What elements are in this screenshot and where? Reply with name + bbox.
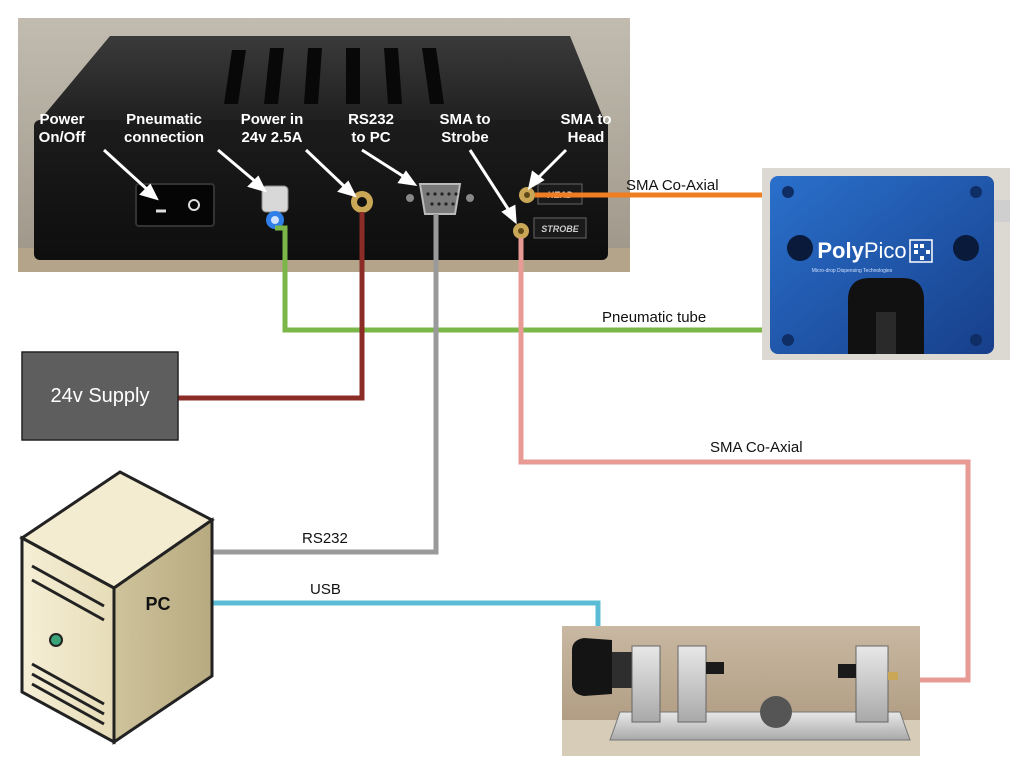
pneumatic-connector-icon [261, 185, 289, 229]
head-body [770, 176, 994, 354]
bench-mount-middle [677, 645, 707, 723]
cables [178, 192, 971, 683]
vent-slots [224, 48, 444, 104]
port-label-strobe: STROBE [541, 224, 580, 234]
label-power-line1: Power [39, 111, 84, 128]
label-power-in-line2: 24v 2.5A [242, 129, 303, 146]
callout-arrows [102, 148, 568, 225]
label-sma-head-line2: Head [568, 129, 605, 146]
pc-drive-bays-icon [31, 564, 105, 726]
cable-sma-strobe [518, 238, 971, 683]
cable-label-usb: USB [310, 581, 341, 598]
serial-port-icon [406, 183, 474, 215]
camera-bench-photo [562, 626, 920, 756]
cable-label-pneumatic: Pneumatic tube [602, 309, 706, 326]
power-supply: 24v Supply [21, 351, 179, 441]
pc-tower: PC [19, 470, 215, 745]
label-sma-head-line1: SMA to [560, 111, 611, 128]
label-sma-strobe-line1: SMA to [439, 111, 490, 128]
camera-icon [572, 638, 632, 696]
pc-power-led-icon [49, 633, 63, 647]
head-logo-grid-icon [909, 239, 933, 263]
supply-label: 24v Supply [51, 385, 150, 407]
cable-label-sma-head: SMA Co-Axial [626, 177, 719, 194]
cable-power [178, 212, 365, 401]
cable-label-rs232: RS232 [302, 530, 348, 547]
cable-usb [212, 600, 601, 642]
label-power-line2: On/Off [39, 129, 87, 146]
bench-mount-right [855, 645, 889, 723]
cable-rs232 [212, 214, 439, 555]
head-tagline: Micro-drop Dispensing Technologies [812, 268, 893, 274]
cable-pneumatic [275, 225, 775, 333]
pc-label: PC [145, 594, 170, 614]
strobe-sma-connector-icon [888, 672, 898, 680]
controller-top [40, 36, 604, 120]
label-rs232-line1: RS232 [348, 111, 394, 128]
label-power-in-line1: Power in [241, 111, 304, 128]
power-jack-icon [351, 191, 373, 213]
cable-label-sma-strobe: SMA Co-Axial [710, 439, 803, 456]
controller-photo: HEAD STROBE Power On/Off Pneumatic conne… [18, 18, 630, 272]
head-brand: PolyPico [817, 238, 906, 263]
label-sma-strobe-line2: Strobe [441, 129, 489, 146]
polypico-head-photo: PolyPico Micro-drop Dispensing Technolog… [762, 168, 1010, 360]
sma-head-connector-icon [519, 187, 535, 203]
bench-mount-left [631, 645, 661, 723]
sma-strobe-connector-icon [513, 223, 529, 239]
label-pneumatic-line2: connection [124, 129, 204, 146]
label-rs232-line2: to PC [351, 129, 390, 146]
label-pneumatic-line1: Pneumatic [126, 111, 202, 128]
